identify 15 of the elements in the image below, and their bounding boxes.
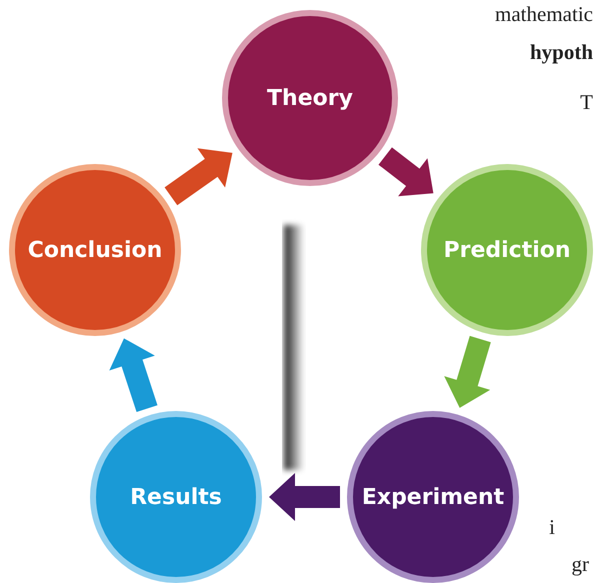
text-fragment: gr [572,552,589,577]
text-fragment: hypoth [530,40,593,65]
arrow [109,338,158,412]
node-label: Conclusion [28,238,162,262]
node-label: Prediction [443,238,571,262]
arrow [378,147,434,196]
arrow [444,336,491,408]
node-label: Theory [267,86,353,110]
arrow [164,148,232,206]
text-fragment: mathematic [495,2,593,27]
node-label: Results [130,484,222,510]
node-label: Experiment [362,484,504,510]
text-fragment: i [549,515,555,540]
arrow [269,473,340,521]
text-fragment: T [580,90,593,115]
